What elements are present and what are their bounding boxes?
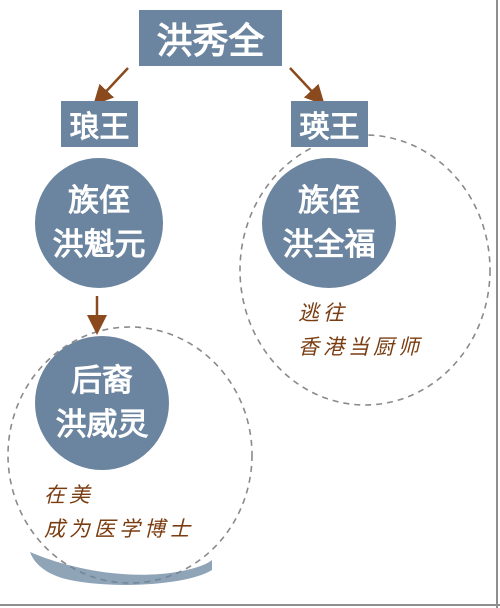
note-hong-quanfu-line1: 逃往 (298, 301, 348, 325)
node-hong-quanfu-line1: 族侄 (298, 183, 360, 219)
page-frame-bottom (0, 604, 500, 606)
note-hong-weiling-line1: 在美 (44, 483, 94, 507)
note-hong-quanfu: 逃往 香港当厨师 (298, 296, 423, 364)
note-hong-weiling: 在美 成为医学博士 (44, 478, 194, 546)
dashed-orbit-bottom (7, 326, 253, 584)
branch-title-yingwang: 瑛王 (291, 101, 368, 147)
page-frame-right (496, 0, 498, 608)
node-hong-quanfu-line2: 洪全福 (282, 227, 376, 263)
node-hong-kuiyuan-line2: 洪魁元 (52, 227, 146, 263)
branch-title-langwang-label: 琅王 (69, 110, 130, 145)
node-hong-weiling-line2: 洪威灵 (55, 407, 149, 443)
node-hong-weiling: 后裔 洪威灵 (35, 336, 169, 470)
ink-smudge (30, 552, 212, 585)
root-node: 洪秀全 (139, 10, 282, 66)
node-hong-weiling-line1: 后裔 (71, 363, 133, 399)
node-hong-quanfu: 族侄 洪全福 (262, 158, 396, 288)
arrow-to-yingwang (289, 67, 325, 106)
root-label: 洪秀全 (156, 20, 265, 62)
note-hong-quanfu-line2: 香港当厨师 (298, 335, 423, 359)
branch-title-langwang: 琅王 (61, 101, 138, 147)
arrow-to-langwang (93, 67, 129, 106)
branch-title-yingwang-label: 瑛王 (299, 110, 360, 145)
node-hong-kuiyuan-line1: 族侄 (68, 183, 130, 219)
note-hong-weiling-line2: 成为医学博士 (44, 517, 194, 541)
dashed-orbit-right (239, 134, 491, 406)
node-hong-kuiyuan: 族侄 洪魁元 (35, 158, 163, 288)
